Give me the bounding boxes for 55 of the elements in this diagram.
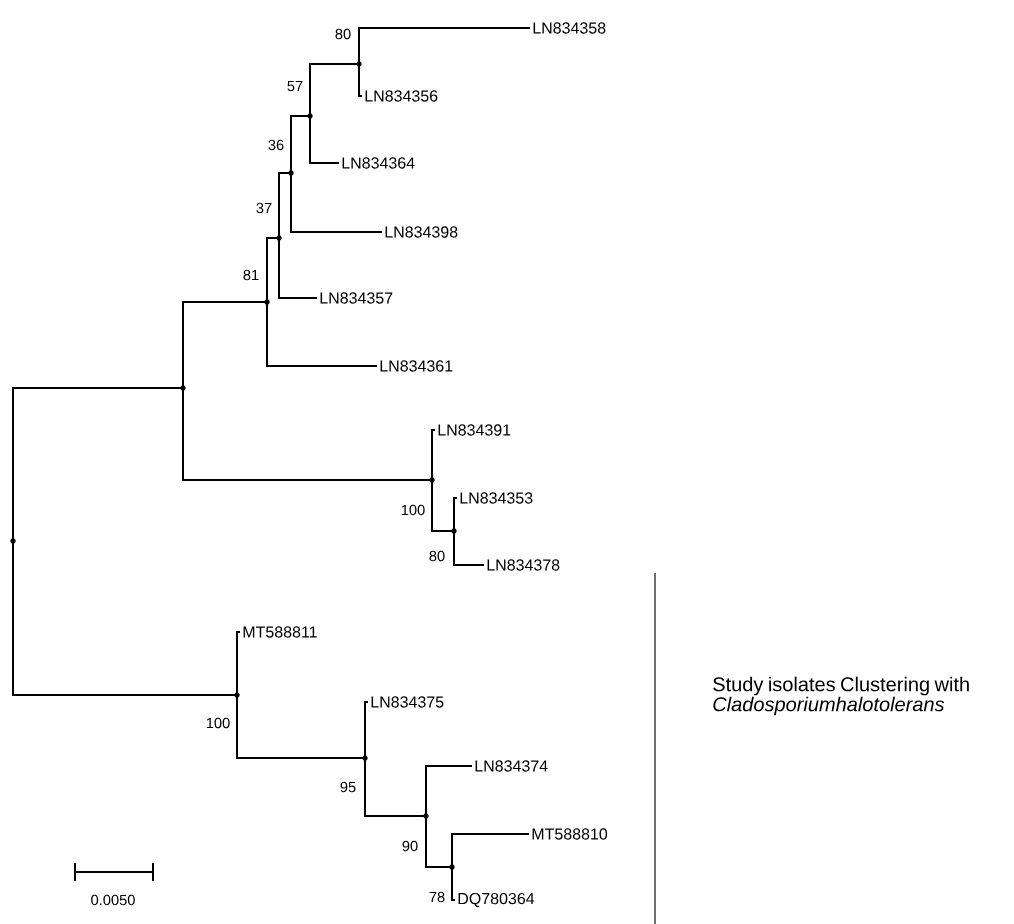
leaf-label: LN834357 xyxy=(320,292,393,304)
tree-branch xyxy=(358,27,531,65)
tree-branch xyxy=(425,765,473,817)
tree-branch xyxy=(453,530,485,566)
tree-branch xyxy=(182,301,268,389)
leaf-label: LN834375 xyxy=(371,696,444,708)
tree-branch xyxy=(236,694,366,759)
tree-branch xyxy=(451,866,456,901)
leaf-label: LN834378 xyxy=(487,559,560,571)
tree-branch xyxy=(182,387,433,481)
bootstrap-value: 37 xyxy=(256,202,272,214)
bootstrap-value: 100 xyxy=(206,717,230,729)
tree-branch xyxy=(309,115,340,164)
scale-label: 0.0050 xyxy=(91,894,135,906)
tree-branch xyxy=(236,631,241,696)
tree-branch xyxy=(278,172,292,239)
leaf-label: LN834358 xyxy=(533,22,606,34)
tree-branch xyxy=(266,301,378,367)
tree-branch xyxy=(12,540,238,696)
tree-branch xyxy=(425,815,453,868)
bootstrap-value: 80 xyxy=(429,550,445,562)
tree-branch xyxy=(364,701,369,759)
leaf-label: MT588811 xyxy=(243,626,317,638)
annotation-text: Study isolates Clustering with Cladosporiumhalotolerans xyxy=(713,676,969,716)
bootstrap-value: 95 xyxy=(340,781,356,793)
branch-point xyxy=(180,385,186,391)
bootstrap-value: 90 xyxy=(402,840,418,852)
tree-branch xyxy=(290,115,311,174)
bootstrap-value: 100 xyxy=(401,504,425,516)
bootstrap-value: 80 xyxy=(335,28,351,40)
leaf-label: DQ780364 xyxy=(458,892,535,908)
leaf-label: LN834391 xyxy=(438,424,511,436)
leaf-label: LN834374 xyxy=(475,760,548,772)
tree-branch xyxy=(431,429,436,481)
tree-branch xyxy=(453,497,458,532)
tree-branch xyxy=(266,237,280,303)
leaf-label: LN834361 xyxy=(380,360,453,372)
bootstrap-value: 78 xyxy=(429,891,445,903)
leaf-label: LN834353 xyxy=(460,492,533,504)
tree-branch xyxy=(451,833,530,868)
tree-branch xyxy=(358,63,363,97)
bootstrap-value: 81 xyxy=(243,269,259,281)
tree-branch xyxy=(12,387,184,542)
branch-point xyxy=(10,538,16,544)
tree-branch xyxy=(431,479,455,532)
leaf-label: MT588810 xyxy=(532,828,608,840)
bootstrap-value: 57 xyxy=(287,80,303,92)
leaf-label: LN834364 xyxy=(342,157,415,169)
tree-branch xyxy=(290,172,383,233)
leaf-label: LN834356 xyxy=(365,90,438,102)
tree-branch xyxy=(309,63,360,117)
bootstrap-value: 36 xyxy=(268,139,284,151)
tree-branch xyxy=(364,757,427,817)
leaf-label: LN834398 xyxy=(385,226,458,238)
tree-branch xyxy=(278,237,318,299)
